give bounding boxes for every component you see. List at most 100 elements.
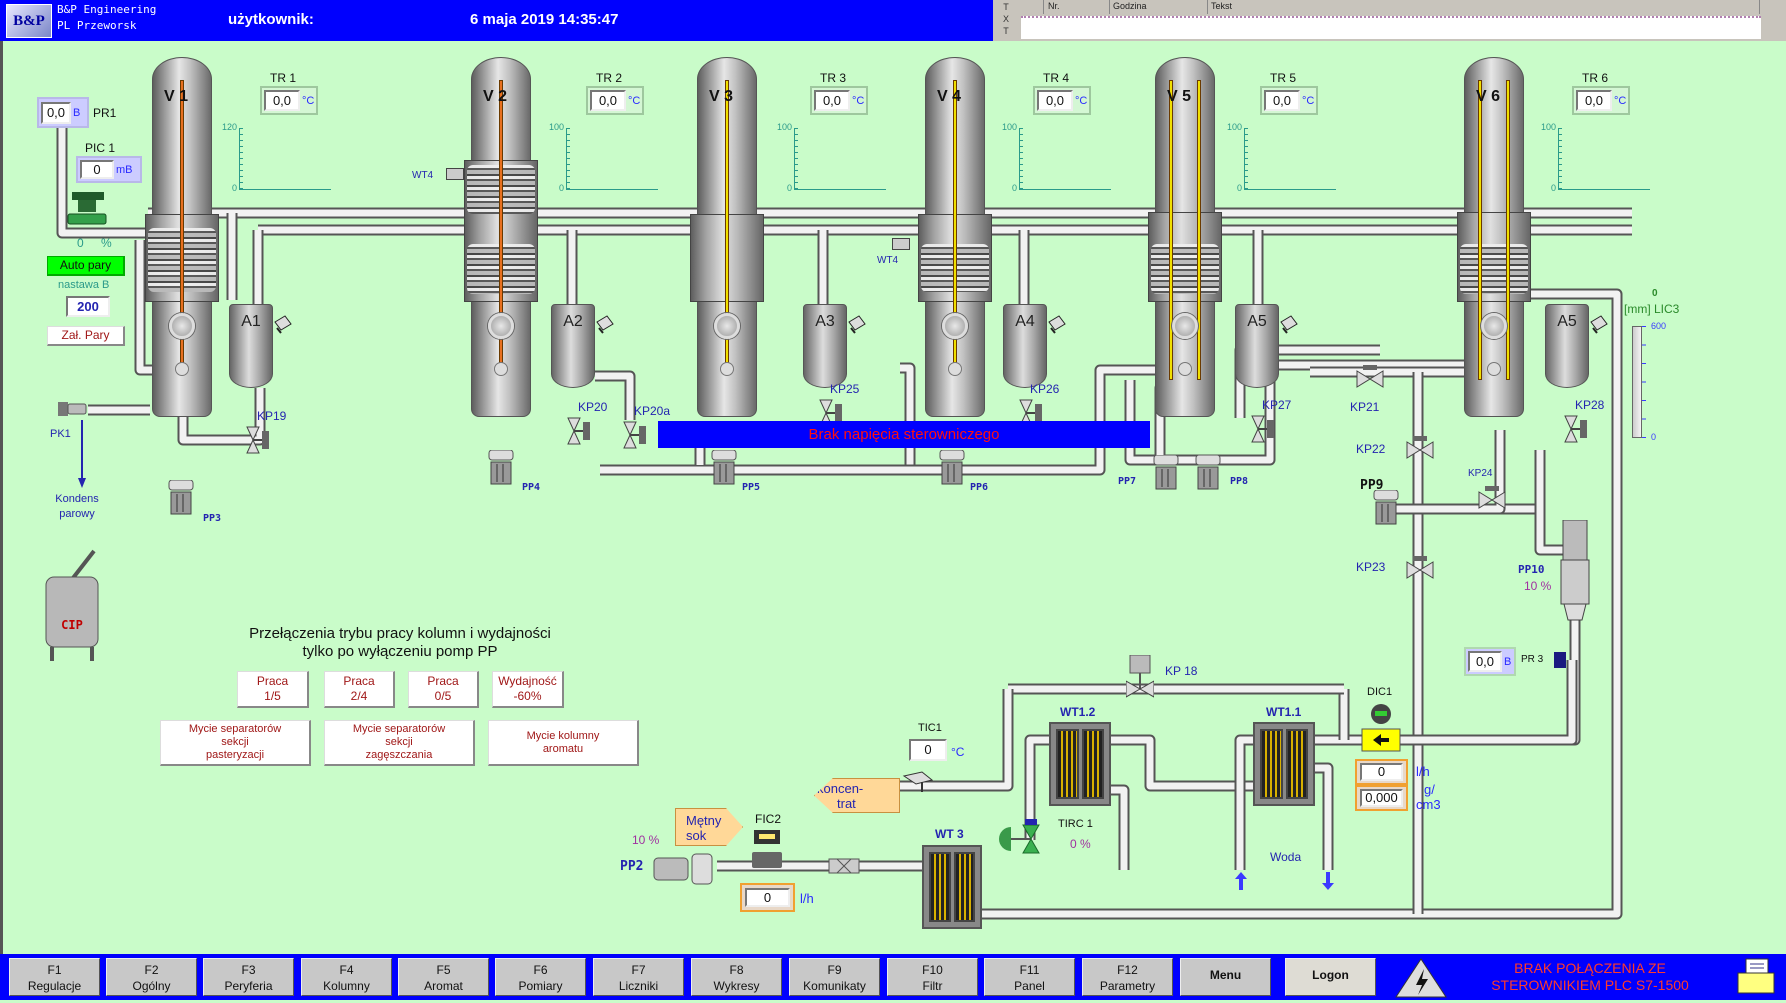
temperature-trend-chart: [566, 128, 658, 190]
temperature-trend-chart: [1558, 128, 1650, 190]
pp6-pump-icon[interactable]: [936, 449, 968, 486]
separator-1[interactable]: A1: [229, 304, 273, 388]
menu-button[interactable]: Menu: [1180, 958, 1271, 996]
valve-kp20-icon[interactable]: [566, 416, 592, 446]
pp10-pump-icon[interactable]: [1560, 519, 1590, 624]
fic2-value[interactable]: 0: [745, 888, 790, 907]
chart-max: 100: [548, 122, 564, 132]
logon-button[interactable]: Logon: [1285, 958, 1376, 996]
separator-5[interactable]: A5: [1235, 304, 1279, 388]
company-logo: B&P: [6, 4, 52, 38]
pp5-pump-icon[interactable]: [708, 449, 740, 486]
alarm-table[interactable]: Nr. Godzina Tekst: [1019, 0, 1786, 41]
wt4-label: WT4: [412, 170, 434, 181]
cip-label: CIP: [61, 618, 83, 632]
pk1-valve-icon[interactable]: [56, 398, 90, 420]
separator-3[interactable]: A3: [803, 304, 847, 388]
dic1-density-meter-icon[interactable]: [1361, 702, 1401, 752]
tr-value: 0,0: [814, 90, 850, 111]
pic1-value[interactable]: 0: [80, 160, 114, 179]
valve-kp22-icon[interactable]: [1405, 436, 1435, 464]
valve-kp27-icon[interactable]: [1250, 414, 1276, 444]
pp9-label: PP9: [1360, 478, 1384, 493]
pipe-segment: [1111, 786, 1128, 870]
chart-ticks: [1244, 128, 1248, 190]
separator-2[interactable]: A2: [551, 304, 595, 388]
alarm-text-toggle[interactable]: T X T: [993, 0, 1019, 41]
pr3-label: PR 3: [1521, 654, 1544, 665]
fkey-code: F8: [729, 963, 744, 977]
separator-4[interactable]: A4: [1003, 304, 1047, 388]
pp7-label: PP7: [1118, 476, 1137, 487]
auto-steam-button[interactable]: Auto pary: [47, 256, 125, 276]
fic2-frame[interactable]: 0: [740, 883, 795, 912]
cip-tank-icon[interactable]: CIP: [42, 547, 102, 662]
valve-kp28-icon[interactable]: [1563, 414, 1589, 444]
pp6-label: PP6: [970, 482, 989, 493]
tr-label: TR 3: [820, 71, 847, 85]
alarm-col-nr[interactable]: Nr.: [1045, 0, 1110, 14]
wt12-heat-exchanger[interactable]: [1049, 722, 1111, 806]
valve-kp18-icon[interactable]: [1125, 654, 1155, 699]
valve-kp21-icon[interactable]: [1355, 365, 1385, 393]
fkey-label: Regulacje: [27, 979, 82, 993]
pp4-pump-icon[interactable]: [485, 449, 517, 486]
steam-setpoint-input[interactable]: 200: [66, 296, 110, 317]
chart-max: 100: [1540, 122, 1556, 132]
printer-icon[interactable]: [1734, 957, 1778, 997]
chart-ticks: [1558, 128, 1562, 190]
pp7-pump-icon[interactable]: [1150, 454, 1182, 491]
tr-label: TR 4: [1043, 71, 1070, 85]
valve-kp19-icon[interactable]: [245, 425, 271, 455]
separator-6[interactable]: A5: [1545, 304, 1589, 388]
valve-kp24-icon[interactable]: [1477, 486, 1507, 514]
pp3-pump-icon[interactable]: [165, 479, 197, 516]
valve-kp23-icon[interactable]: [1405, 556, 1435, 584]
steam-on-button[interactable]: Zał. Pary: [47, 326, 125, 346]
pipe-segment: [1236, 736, 1253, 870]
pic1-frame[interactable]: 0 mB: [76, 156, 142, 183]
alarm-col-text[interactable]: Tekst: [1208, 0, 1760, 14]
steam-control-valve-icon[interactable]: [66, 190, 108, 230]
fkey-code: F11: [1019, 963, 1040, 977]
fic2-flowmeter-icon[interactable]: [750, 828, 784, 870]
wt4-label: WT4: [877, 255, 899, 266]
alarm-list[interactable]: [1021, 16, 1761, 39]
valve-kp26-icon[interactable]: [1018, 398, 1044, 428]
valve-kp25-icon[interactable]: [818, 398, 844, 428]
wt4-connector-icon: [892, 238, 910, 250]
wt3-heat-exchanger[interactable]: [922, 845, 982, 929]
pp8-pump-icon[interactable]: [1192, 454, 1224, 491]
alarm-col-time[interactable]: Godzina: [1110, 0, 1208, 14]
tr-frame: 0,0°C: [586, 86, 644, 115]
pipe-segment: [982, 290, 1621, 918]
tirc1-control-valve-icon[interactable]: [997, 815, 1043, 869]
valve-kp20a-icon[interactable]: [622, 420, 648, 450]
lic3-level-bar: [1632, 326, 1642, 438]
wt11-heat-exchanger[interactable]: [1253, 722, 1315, 806]
pp9-pump-icon[interactable]: [1370, 489, 1402, 526]
chart-max: 100: [776, 122, 792, 132]
pp2-pump-icon[interactable]: [652, 852, 718, 886]
capacity-60-button[interactable]: Wydajność-60%: [492, 671, 564, 708]
dic1-flow-frame: 0: [1355, 759, 1408, 785]
datetime: 6 maja 2019 14:35:47: [470, 11, 619, 28]
